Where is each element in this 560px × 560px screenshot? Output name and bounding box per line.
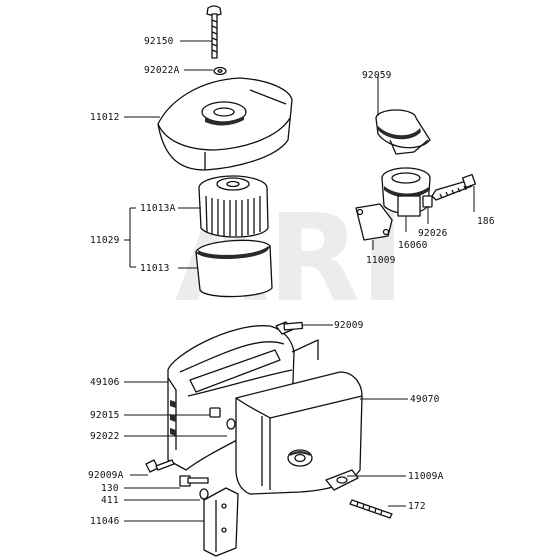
label-92022a: 92022A	[144, 65, 180, 76]
label-92026: 92026	[418, 228, 448, 239]
label-11009a: 11009A	[408, 471, 444, 482]
label-92015: 92015	[90, 410, 120, 421]
label-172: 172	[408, 501, 426, 512]
air-cleaner-cover-drawing	[157, 77, 293, 171]
label-49106: 49106	[90, 377, 120, 388]
label-92022: 92022	[90, 431, 120, 442]
bracket-drawing	[203, 487, 239, 557]
stud-bolt-drawing	[349, 499, 393, 519]
label-186: 186	[477, 216, 495, 227]
label-11029: 11029	[90, 235, 120, 246]
air-filter-element-drawing	[198, 175, 269, 238]
pre-cleaner-drawing	[195, 239, 273, 298]
bolt-92009-drawing	[275, 321, 304, 335]
label-11013: 11013	[140, 263, 170, 274]
muffler-cover-drawing	[167, 325, 319, 471]
label-11012: 11012	[90, 112, 120, 123]
label-411: 411	[101, 495, 119, 506]
label-11046: 11046	[90, 516, 120, 527]
label-16060: 16060	[398, 240, 428, 251]
leader-lines	[124, 40, 475, 522]
wing-bolt-drawing	[206, 5, 222, 59]
nut-drawing	[422, 195, 433, 208]
label-130: 130	[101, 483, 119, 494]
label-92009: 92009	[334, 320, 364, 331]
gasket-drawing	[325, 469, 359, 491]
washer-drawing	[213, 66, 227, 76]
label-11009: 11009	[366, 255, 396, 266]
label-92059: 92059	[362, 70, 392, 81]
label-92009a: 92009A	[88, 470, 124, 481]
label-49070: 49070	[410, 394, 440, 405]
label-92150: 92150	[144, 36, 174, 47]
carb-bolt-drawing	[431, 173, 477, 201]
label-11013a: 11013A	[140, 203, 176, 214]
small-parts-drawing	[145, 407, 236, 500]
adapter-elbow-drawing	[375, 109, 431, 155]
muffler-body-drawing	[235, 371, 363, 495]
